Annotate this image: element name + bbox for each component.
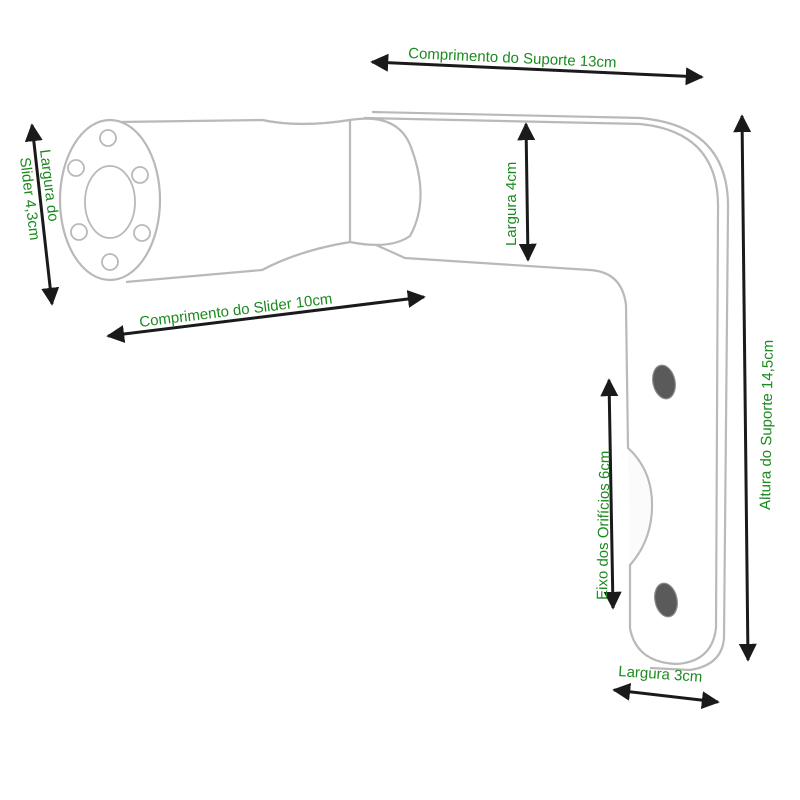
dimension-arrows [24, 53, 757, 710]
arrow-slider-width [24, 123, 60, 306]
slider-bolt-hole [101, 253, 119, 271]
bracket-outline [363, 116, 720, 666]
bracket-body [363, 110, 730, 672]
label-slider-length: Comprimento do Slider 10cm [138, 290, 333, 331]
arrow-support-height [733, 114, 757, 662]
arrow-arm-width [517, 122, 537, 262]
label-hole-axis: Eixo dos Orifícios 6cm [594, 451, 614, 600]
slider-bolt-hole [99, 129, 117, 147]
mounting-hole-top [652, 364, 676, 400]
label-base-width: Largura 3cm [618, 663, 703, 686]
arrow-support-length [370, 53, 704, 86]
slider-bolt-hole [67, 159, 85, 177]
slider-center-bore [84, 165, 136, 239]
slider-bolt-hole [70, 223, 88, 241]
slider-bolt-hole [131, 166, 149, 184]
arrow-base-width [612, 682, 720, 710]
slider-body [117, 118, 352, 284]
label-arm-width: Largura 4cm [503, 162, 520, 246]
label-support-height: Altura do Suporte 14,5cm [757, 340, 777, 510]
bracket-notch [627, 447, 654, 566]
arrow-hole-axis [600, 378, 622, 610]
slider-bolt-hole [133, 224, 151, 242]
arrow-slider-length [106, 290, 426, 343]
mounting-hole-bottom [654, 582, 678, 618]
slider-cylinder [58, 117, 422, 284]
